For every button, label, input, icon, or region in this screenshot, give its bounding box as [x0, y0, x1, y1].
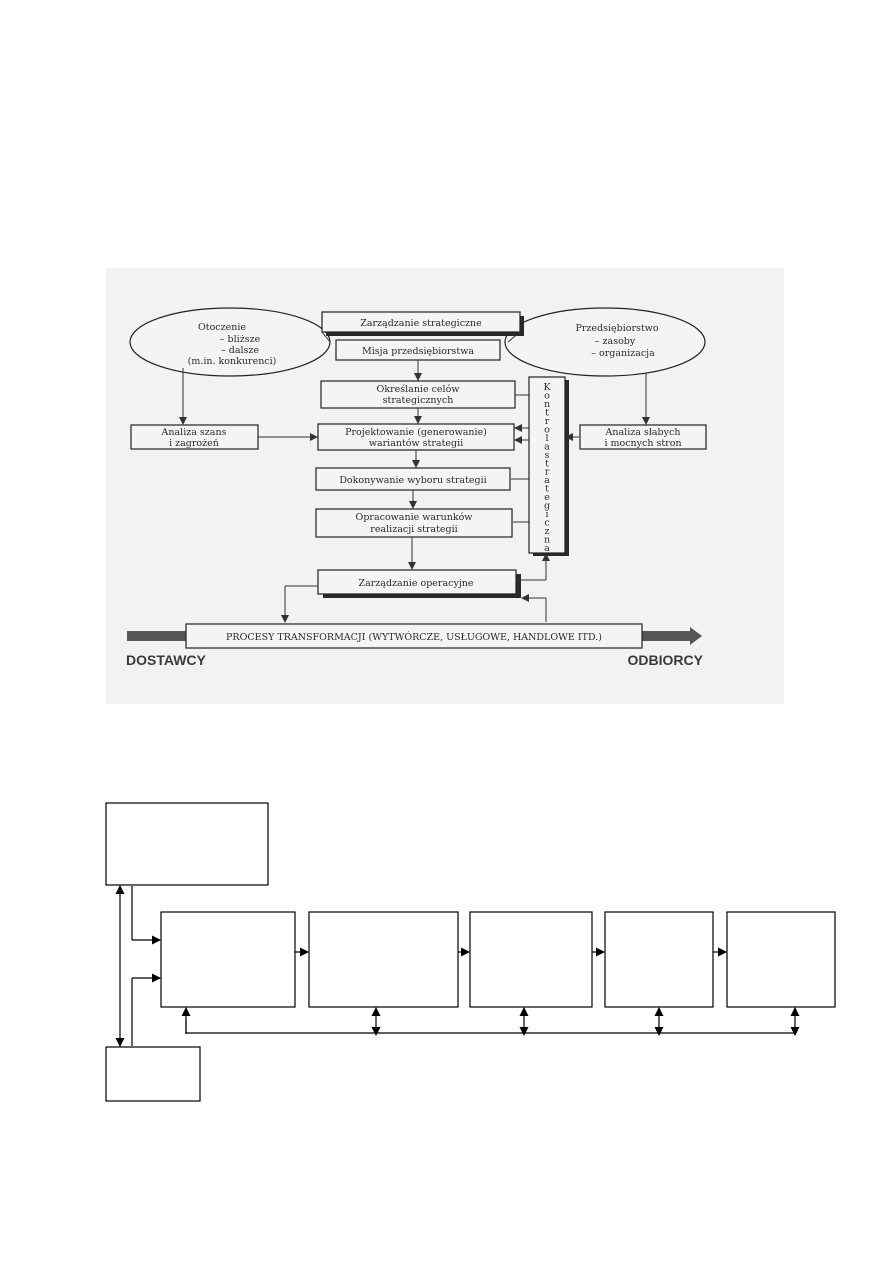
- control-letter: l: [545, 433, 548, 444]
- svg-text:i zagrożeń: i zagrożeń: [169, 438, 219, 449]
- strategy-choice-box: Dokonywanie wyboru strategii: [315, 467, 511, 491]
- opportunities-threats-box: Analiza szans i zagrożeń: [130, 424, 259, 450]
- control-letter: z: [544, 526, 549, 537]
- strategic-management-box: Zarządzanie strategiczne: [321, 311, 524, 336]
- svg-text:Dokonywanie wyboru strategii: Dokonywanie wyboru strategii: [339, 475, 486, 486]
- enterprise-organization: – organizacja: [591, 348, 655, 359]
- svg-text:Misja przedsiębiorstwa: Misja przedsiębiorstwa: [362, 346, 474, 357]
- control-letter: a: [544, 543, 550, 554]
- enterprise-resources: – zasoby: [595, 336, 636, 347]
- control-letter: t: [545, 484, 549, 495]
- svg-text:realizacji strategii: realizacji strategii: [370, 524, 457, 535]
- svg-text:i mocnych stron: i mocnych stron: [604, 438, 681, 449]
- mission-box: Misja przedsiębiorstwa: [335, 339, 501, 361]
- connector-arrows: [115, 885, 800, 1047]
- bottom-left-box: [105, 1046, 201, 1102]
- svg-text:Analiza szans: Analiza szans: [161, 427, 227, 438]
- process-box-1: [160, 911, 296, 1008]
- strategic-management-diagram: Otoczenie – bliższe – dalsze (m.in. konk…: [106, 268, 784, 704]
- svg-text:Projektowanie (generowanie): Projektowanie (generowanie): [345, 427, 487, 438]
- suppliers-label: DOSTAWCY: [126, 652, 207, 668]
- process-box-5: [726, 911, 836, 1008]
- svg-text:Opracowanie warunków: Opracowanie warunków: [356, 512, 473, 523]
- strengths-weaknesses-box: Analiza słabych i mocnych stron: [579, 424, 707, 450]
- control-letter: e: [544, 492, 550, 503]
- control-letter: c: [544, 518, 549, 529]
- control-letter: n: [544, 399, 550, 410]
- top-left-box: [105, 802, 269, 886]
- svg-text:Analiza słabych: Analiza słabych: [605, 427, 681, 438]
- control-letter: a: [544, 441, 550, 452]
- enterprise-title: Przedsiębiorstwo: [575, 323, 658, 334]
- control-letter: r: [545, 467, 550, 478]
- operational-management-box: Zarządzanie operacyjne: [317, 569, 521, 598]
- customers-label: ODBIORCY: [628, 652, 704, 668]
- control-letter: o: [544, 424, 550, 435]
- svg-text:Zarządzanie operacyjne: Zarządzanie operacyjne: [358, 578, 473, 589]
- enterprise-ellipse: Przedsiębiorstwo – zasoby – organizacja: [504, 307, 706, 377]
- control-letter: t: [545, 407, 549, 418]
- process-box-4: [604, 911, 714, 1008]
- svg-text:Zarządzanie strategiczne: Zarządzanie strategiczne: [360, 318, 482, 329]
- environment-near: – bliższe: [220, 334, 261, 345]
- control-letter: s: [545, 450, 550, 461]
- environment-ellipse: Otoczenie – bliższe – dalsze (m.in. konk…: [129, 307, 331, 377]
- control-letter: n: [544, 535, 550, 546]
- blank-flow-diagram: [105, 802, 836, 1102]
- control-letter: t: [545, 458, 549, 469]
- svg-text:Określanie celów: Określanie celów: [377, 384, 460, 395]
- process-box-2: [308, 911, 459, 1008]
- process-label: PROCESY TRANSFORMACJI (WYTWÓRCZE, USŁUGO…: [226, 631, 602, 643]
- implementation-box: Opracowanie warunków realizacji strategi…: [315, 508, 513, 538]
- environment-title: Otoczenie: [198, 322, 246, 333]
- control-letter: a: [544, 475, 550, 486]
- flow-arrows: [179, 331, 650, 623]
- strategy-design-box: Projektowanie (generowanie) wariantów st…: [317, 423, 515, 451]
- environment-competitors: (m.in. konkurenci): [188, 356, 277, 367]
- control-letter: o: [544, 390, 550, 401]
- transformation-process-band: PROCESY TRANSFORMACJI (WYTWÓRCZE, USŁUGO…: [127, 623, 702, 649]
- environment-far: – dalsze: [221, 345, 259, 356]
- process-box-3: [469, 911, 593, 1008]
- control-letter: g: [544, 501, 550, 512]
- goals-box: Określanie celów strategicznych: [320, 380, 516, 409]
- control-letter: i: [545, 509, 548, 520]
- svg-text:strategicznych: strategicznych: [383, 395, 454, 406]
- svg-text:wariantów strategii: wariantów strategii: [369, 438, 463, 449]
- control-letter: K: [543, 382, 551, 393]
- control-letter: r: [545, 416, 550, 427]
